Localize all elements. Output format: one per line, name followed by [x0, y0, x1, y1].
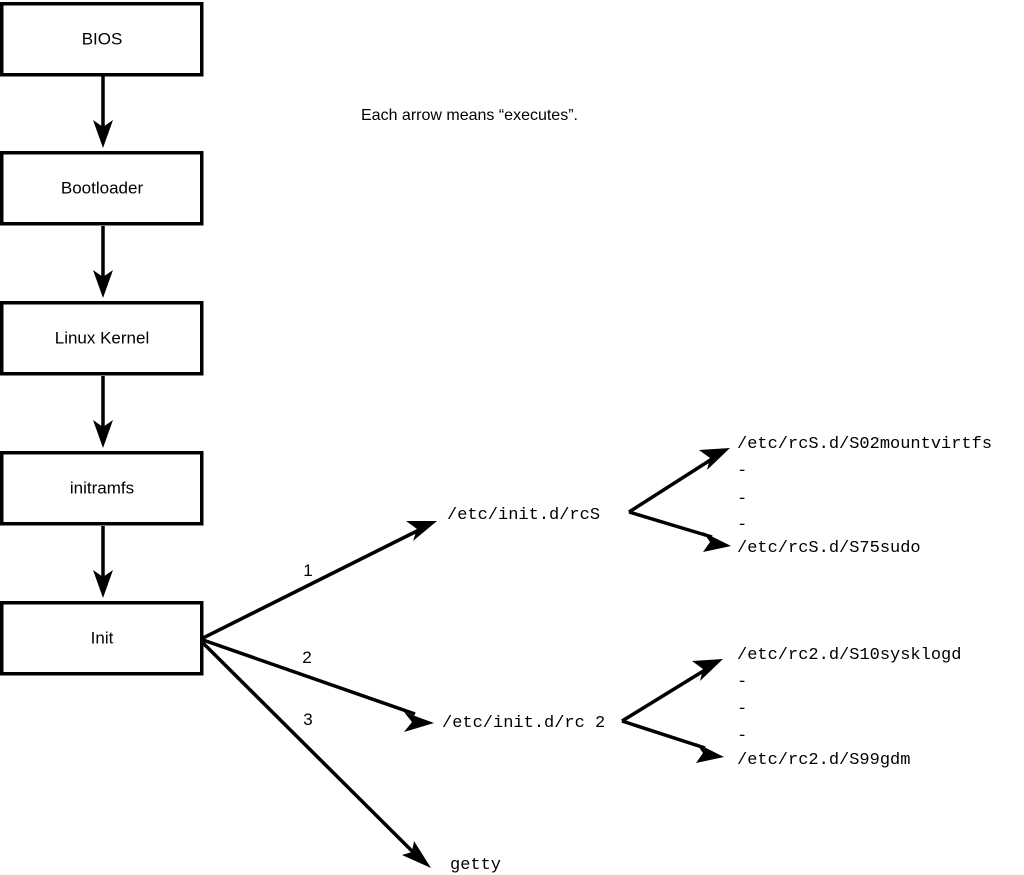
legend-note: Each arrow means “executes”. [361, 107, 578, 124]
node-init-label: Init [91, 628, 114, 647]
node-init[interactable]: Init [0, 601, 204, 676]
branch-3-target-label: getty [450, 856, 501, 875]
rc2-script-first-label: /etc/rc2.d/S10sysklogd [737, 646, 961, 665]
rcs-fork-arrow-first [628, 448, 730, 514]
rc2-ellipsis-dash-3: - [737, 727, 747, 746]
chain-arrow-kernel-to-initramfs [93, 376, 113, 448]
branch-2-number: 2 [302, 648, 311, 667]
branch-1-target-label: /etc/init.d/rcS [447, 506, 600, 525]
node-linux-kernel[interactable]: Linux Kernel [0, 301, 204, 376]
chain-arrow-bootloader-to-kernel [93, 226, 113, 298]
branch-2-target-label: /etc/init.d/rc 2 [442, 714, 605, 733]
rcs-script-first-label: /etc/rcS.d/S02mountvirtfs [737, 435, 992, 454]
branch-arrow-1 [202, 521, 437, 640]
node-initramfs-label: initramfs [70, 478, 134, 497]
rc2-fork-arrow-last [621, 719, 724, 763]
branch-1-number: 1 [303, 561, 312, 580]
node-initramfs[interactable]: initramfs [0, 451, 204, 526]
node-bootloader[interactable]: Bootloader [0, 151, 204, 226]
rc2-script-last-label: /etc/rc2.d/S99gdm [737, 751, 910, 770]
branch-arrow-2 [202, 638, 434, 732]
rc2-fork-arrow-first [621, 659, 723, 723]
branch-arrow-3 [201, 641, 431, 868]
rcs-ellipsis-dash-2: - [737, 490, 747, 509]
rc2-ellipsis-dash-1: - [737, 673, 747, 692]
node-bootloader-label: Bootloader [61, 178, 144, 197]
node-linux-kernel-label: Linux Kernel [55, 328, 150, 347]
node-bios[interactable]: BIOS [0, 2, 204, 77]
branch-3-number: 3 [303, 710, 312, 729]
rcs-fork-arrow-last [628, 510, 731, 552]
rcs-ellipsis-dash-3: - [737, 516, 747, 535]
rcs-script-last-label: /etc/rcS.d/S75sudo [737, 539, 921, 558]
node-bios-label: BIOS [82, 29, 123, 48]
rcs-ellipsis-dash-1: - [737, 462, 747, 481]
chain-arrow-bios-to-bootloader [93, 76, 113, 148]
chain-arrow-initramfs-to-init [93, 526, 113, 598]
rc2-ellipsis-dash-2: - [737, 700, 747, 719]
